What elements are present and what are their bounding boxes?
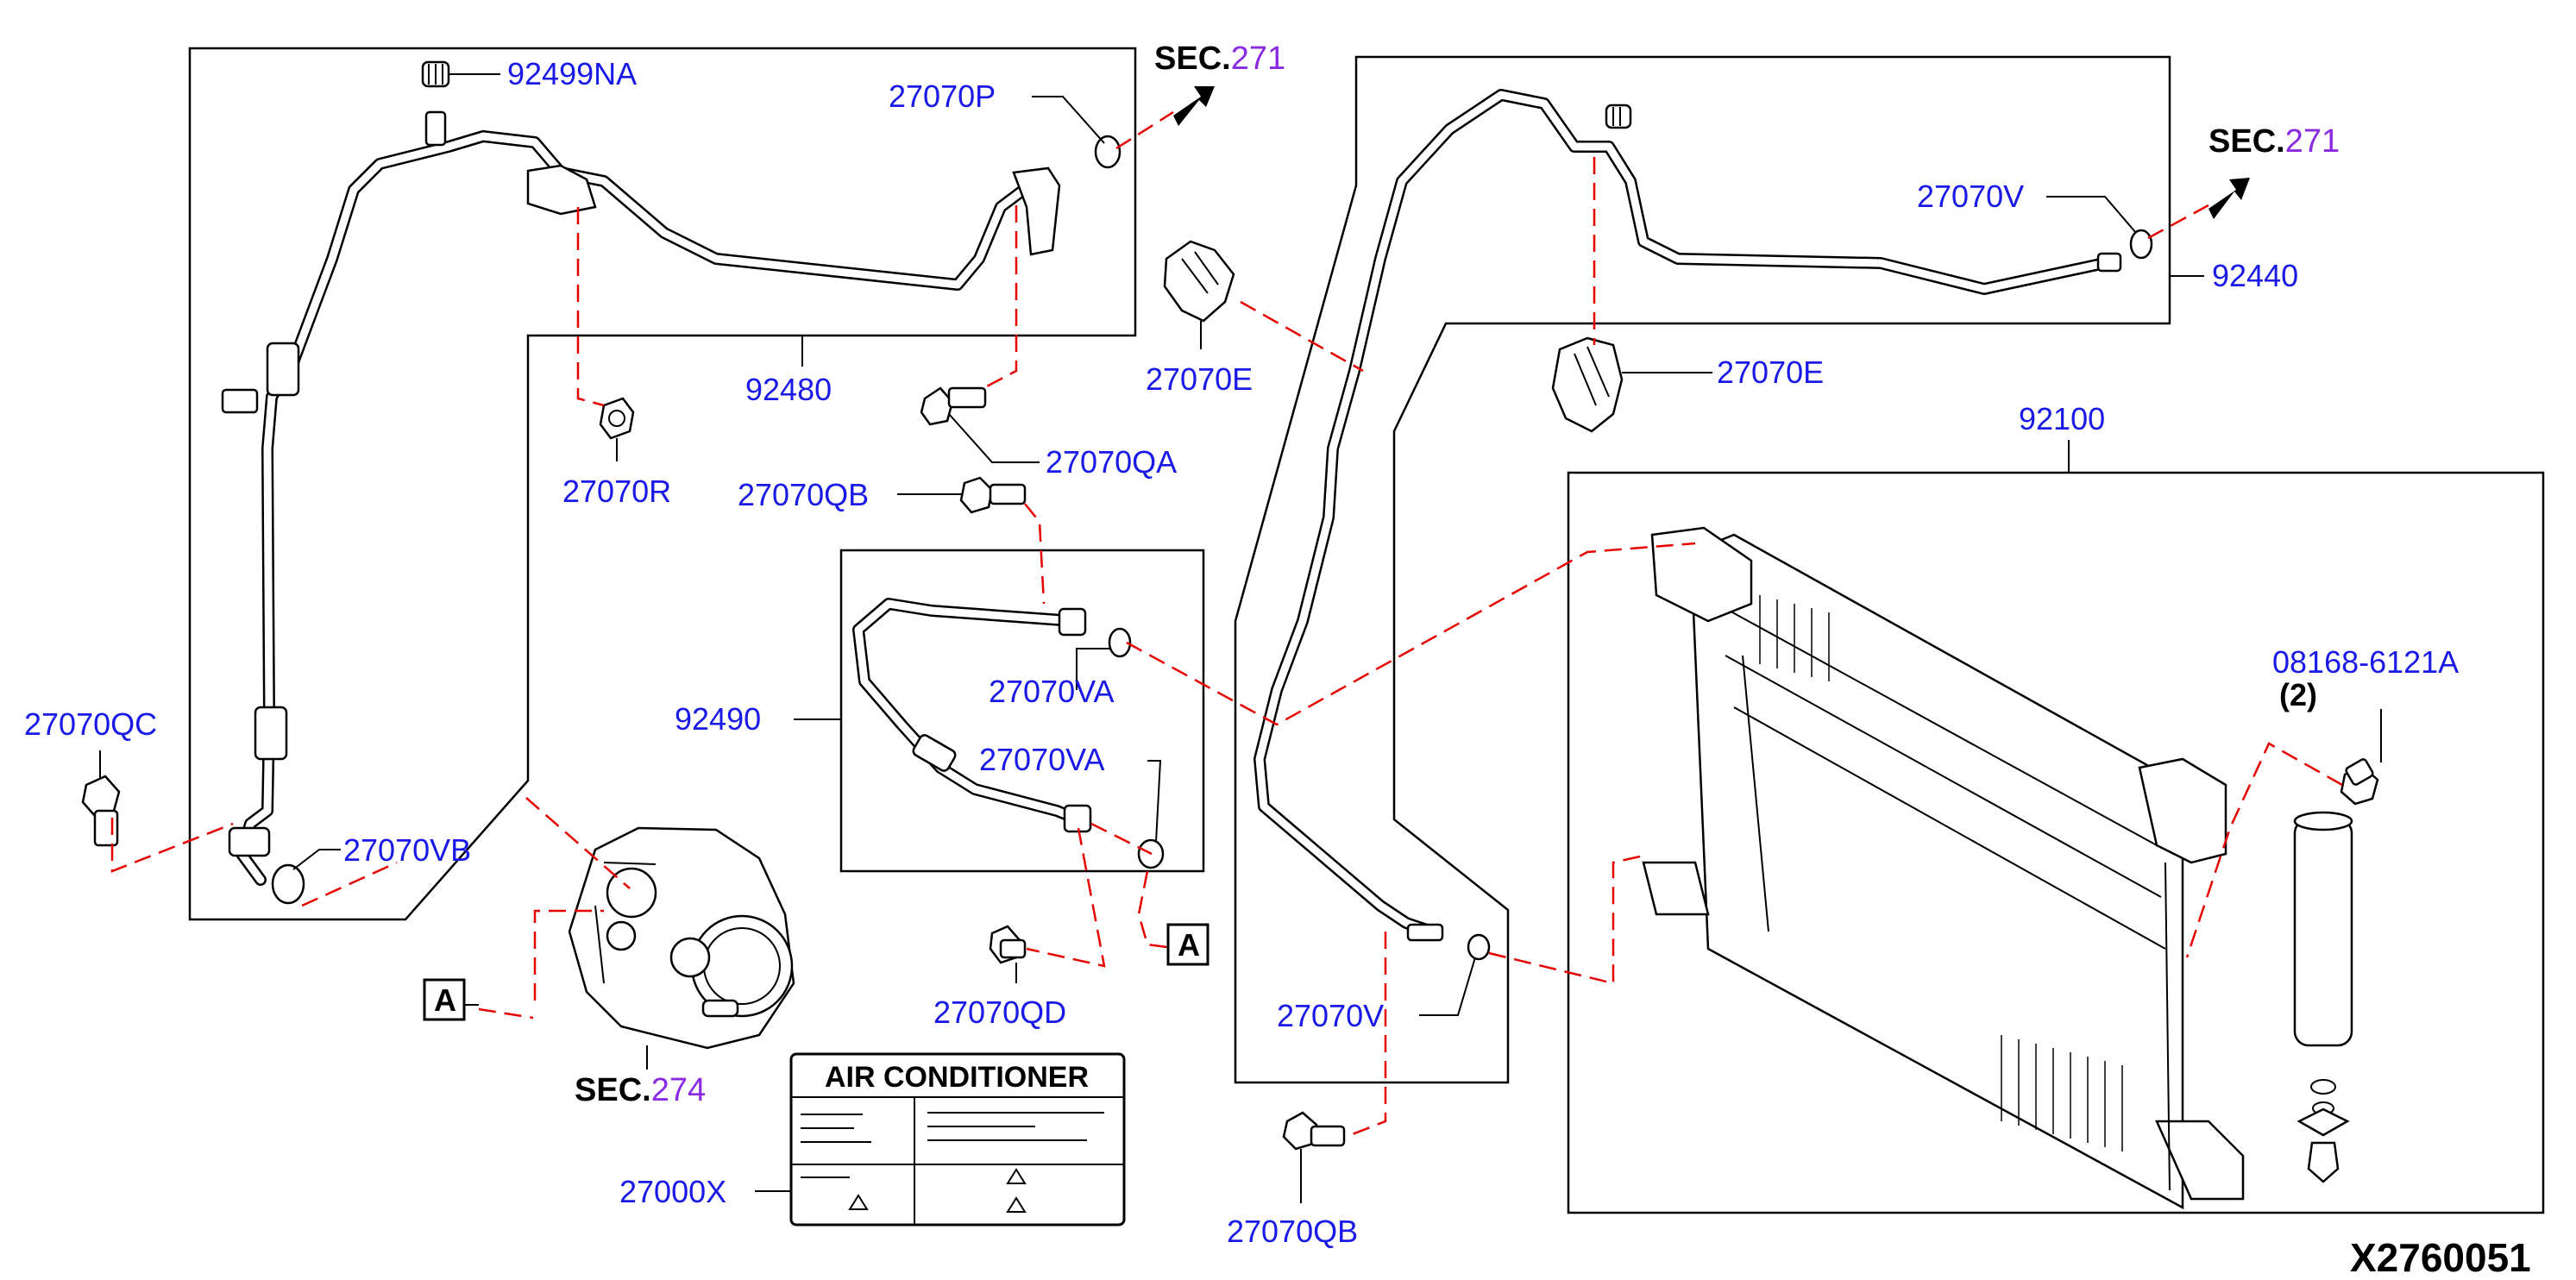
- pipe-bracket-left: [221, 388, 259, 414]
- hose-sleeve-upper: [266, 342, 300, 397]
- label-92490: 92490: [675, 701, 761, 737]
- pipe-bracket-right: [1012, 166, 1061, 256]
- callout-a-right: A: [1166, 923, 1209, 966]
- label-27070E-right: 27070E: [1717, 355, 1824, 390]
- label-27070QA: 27070QA: [1046, 444, 1177, 480]
- sec274-ref: SEC.274: [575, 1072, 706, 1108]
- arrow-sec271-top-right: [2208, 178, 2250, 219]
- label-92440: 92440: [2212, 258, 2298, 293]
- sec271-ref-top-left: SEC.271: [1154, 41, 1285, 77]
- label-27070VA-bottom: 27070VA: [979, 742, 1104, 777]
- hose-92490-fitting-top: [1058, 607, 1087, 637]
- label-08168: 08168-6121A: [2272, 644, 2459, 680]
- label-08168-quantity: (2): [2279, 677, 2317, 712]
- sec271-ref-top-right: SEC.271: [2208, 123, 2340, 160]
- phantom-lines: [110, 110, 2343, 1139]
- label-27070VB: 27070VB: [343, 832, 471, 868]
- condenser-92100: [1642, 526, 2245, 1210]
- hose-92490: [852, 598, 1084, 825]
- label-27000X: 27000X: [619, 1174, 726, 1209]
- label-27070E-left: 27070E: [1146, 361, 1253, 397]
- label-plate-title: AIR CONDITIONER: [825, 1061, 1089, 1094]
- o-ring-27070V-bottom: [1467, 933, 1491, 961]
- label-27070QD: 27070QD: [933, 995, 1066, 1030]
- pipe-92480: [236, 130, 1041, 886]
- o-ring-27070VA-top: [1108, 627, 1132, 658]
- pipe-92440: [1253, 89, 2111, 938]
- label-27070R: 27070R: [562, 474, 671, 509]
- svg-text:A: A: [1178, 927, 1200, 963]
- nut-27070R: [599, 397, 635, 440]
- pipe-bracket-mid: [526, 164, 597, 216]
- clip-27070E-left: [1163, 240, 1235, 323]
- pipe-92440-fitting-top: [2096, 252, 2122, 273]
- callout-a-left: A: [423, 978, 466, 1021]
- cap-92440-port: [1605, 104, 1632, 129]
- label-27070VA-top: 27070VA: [989, 674, 1114, 709]
- bolt-27070QC: [81, 775, 121, 847]
- receiver-drier: [2293, 811, 2353, 1183]
- service-port-valve: [424, 110, 447, 147]
- label-plate-27000X: [789, 1052, 1126, 1227]
- hose-sleeve-lower: [254, 706, 288, 761]
- frame-92440-group: [1234, 55, 2171, 1084]
- o-ring-27070VB: [271, 863, 305, 905]
- clip-27070E-right: [1551, 336, 1624, 433]
- label-27070QC: 27070QC: [24, 706, 157, 742]
- bracket-end-lower: [228, 826, 271, 857]
- bolt-08168: [2340, 758, 2379, 806]
- label-27070V-bottom: 27070V: [1277, 998, 1384, 1033]
- bolt-27070QD: [989, 925, 1027, 964]
- label-92100: 92100: [2019, 401, 2105, 436]
- hose-92490-fitting-bottom: [1063, 804, 1092, 833]
- frame-92490-group: [839, 549, 1205, 873]
- bolt-27070QA: [920, 386, 987, 426]
- svg-text:A: A: [434, 982, 456, 1018]
- diagram-id: X2760051: [2350, 1235, 2531, 1280]
- frame-92480-group: [188, 47, 1137, 921]
- arrow-sec271-top-left: [1173, 86, 1215, 126]
- hose-92490-sleeve: [912, 734, 957, 772]
- label-27070QB-top: 27070QB: [738, 477, 869, 512]
- label-27070QB-bottom: 27070QB: [1227, 1214, 1358, 1249]
- o-ring-27070P: [1094, 135, 1122, 169]
- label-92480: 92480: [745, 372, 832, 407]
- pipe-92440-fitting-bottom: [1406, 923, 1444, 942]
- frame-92100-group: [1567, 471, 2545, 1214]
- leader-lines: [99, 73, 2382, 1203]
- bolt-27070QB-top: [959, 476, 1027, 514]
- o-ring-27070V-top: [2129, 229, 2153, 260]
- cap-92499NA: [421, 60, 450, 88]
- compressor: [568, 826, 795, 1050]
- label-27070V-top: 27070V: [1917, 179, 2024, 214]
- label-27070P: 27070P: [889, 78, 996, 114]
- bolt-27070QB-bottom: [1282, 1111, 1346, 1151]
- label-92499NA: 92499NA: [507, 56, 637, 91]
